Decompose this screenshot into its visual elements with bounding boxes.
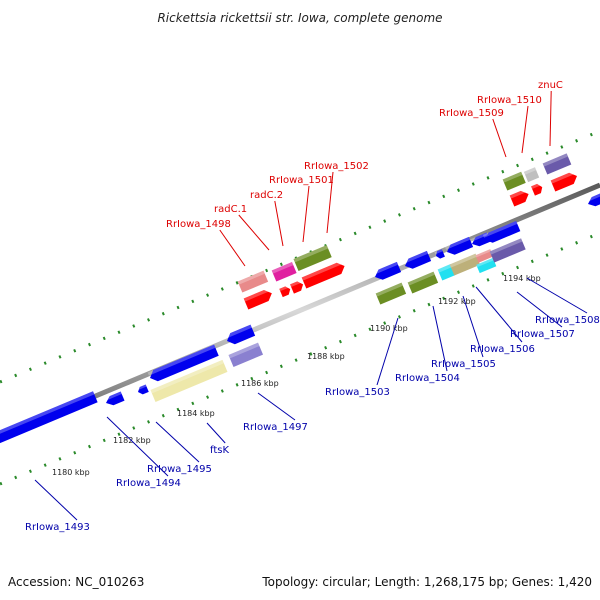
dot-track-reverse: [0, 231, 600, 486]
forward-label-leader: [219, 229, 246, 267]
gene-feature[interactable]: [271, 261, 297, 282]
reverse-gene-label[interactable]: RrIowa_1505: [431, 359, 496, 370]
forward-label-leader: [492, 118, 507, 158]
gene-feature[interactable]: [470, 232, 491, 248]
forward-label-leader: [238, 214, 270, 251]
reverse-gene-label[interactable]: RrIowa_1493: [25, 522, 90, 533]
reverse-label-leader: [462, 295, 484, 358]
gene-feature[interactable]: [437, 264, 456, 281]
gene-feature[interactable]: [407, 271, 439, 294]
reverse-label-leader: [376, 317, 399, 386]
scale-tick-label: 1184 kbp: [177, 409, 215, 418]
gene-feature[interactable]: [502, 171, 526, 191]
gene-feature[interactable]: [434, 249, 445, 259]
gene-feature[interactable]: [476, 257, 497, 274]
forward-label-leader: [521, 105, 529, 154]
gene-feature[interactable]: [301, 260, 347, 289]
gene-feature[interactable]: [449, 253, 481, 276]
reverse-label-leader: [516, 291, 563, 328]
reverse-label-leader: [526, 277, 588, 314]
gene-feature[interactable]: [531, 182, 544, 196]
reverse-gene-label[interactable]: RrIowa_1503: [325, 387, 390, 398]
gene-feature[interactable]: [375, 282, 407, 305]
reverse-gene-label[interactable]: RrIowa_1506: [470, 344, 535, 355]
gene-feature[interactable]: [290, 279, 305, 294]
topology-text: Topology: circular; Length: 1,268,175 bp…: [261, 575, 592, 589]
accession-text: Accession: NC_010263: [8, 575, 144, 589]
forward-gene-label[interactable]: RrIowa_1501: [269, 175, 334, 186]
reverse-label-leader: [257, 392, 296, 421]
gene-feature[interactable]: [147, 344, 219, 384]
gene-feature[interactable]: [444, 236, 474, 257]
forward-label-leader: [274, 200, 284, 247]
gene-feature[interactable]: [293, 245, 332, 271]
reverse-label-leader: [206, 422, 226, 444]
scale-tick-label: 1190 kbp: [370, 324, 408, 333]
forward-label-leader: [326, 171, 334, 234]
gene-feature[interactable]: [150, 359, 228, 402]
map-title: Rickettsia rickettsii str. Iowa, complet…: [157, 11, 442, 25]
reverse-gene-label[interactable]: RrIowa_1494: [116, 478, 181, 489]
scale-tick-label: 1186 kbp: [241, 379, 279, 388]
gene-feature[interactable]: [224, 324, 256, 347]
reverse-gene-label[interactable]: ftsK: [210, 445, 229, 456]
gene-feature[interactable]: [279, 284, 292, 298]
gene-feature[interactable]: [475, 249, 494, 263]
gene-feature[interactable]: [104, 391, 125, 407]
forward-gene-label[interactable]: RrIowa_1510: [477, 95, 542, 106]
gene-feature[interactable]: [542, 153, 572, 175]
gene-feature[interactable]: [228, 342, 264, 367]
gene-feature[interactable]: [550, 170, 580, 192]
forward-label-leader: [549, 90, 552, 147]
gene-feature[interactable]: [243, 287, 274, 310]
reverse-gene-label[interactable]: RrIowa_1507: [510, 329, 575, 340]
reverse-label-leader: [155, 421, 200, 463]
gene-feature[interactable]: [0, 391, 98, 450]
gene-feature[interactable]: [523, 167, 540, 183]
forward-label-leader: [302, 185, 310, 243]
scale-tick-label: 1188 kbp: [307, 352, 345, 361]
reverse-label-leader: [34, 479, 78, 521]
scale-tick-label: 1180 kbp: [52, 468, 90, 477]
reverse-label-leader: [432, 305, 448, 372]
gene-feature[interactable]: [482, 221, 521, 245]
gene-feature[interactable]: [402, 250, 432, 271]
forward-gene-label[interactable]: radC.2: [250, 190, 283, 201]
gene-feature[interactable]: [509, 188, 531, 207]
reverse-gene-label[interactable]: RrIowa_1497: [243, 422, 308, 433]
reverse-label-leader: [106, 416, 169, 477]
reverse-label-leader: [475, 286, 523, 343]
genome-backbone: [0, 182, 600, 439]
gene-features: [0, 153, 600, 450]
gene-feature[interactable]: [136, 384, 149, 395]
gene-feature[interactable]: [586, 192, 600, 208]
reverse-gene-label[interactable]: RrIowa_1495: [147, 464, 212, 475]
gene-feature[interactable]: [372, 261, 402, 282]
forward-gene-label[interactable]: RrIowa_1509: [439, 108, 504, 119]
forward-gene-label[interactable]: radC.1: [214, 204, 247, 215]
forward-gene-label[interactable]: RrIowa_1502: [304, 161, 369, 172]
scale-tick-label: 1194 kbp: [503, 274, 541, 283]
reverse-strand-labels: RrIowa_1493 RrIowa_1494 RrIowa_1495 ftsK RrI…: [25, 277, 600, 533]
reverse-gene-label[interactable]: RrIowa_1504: [395, 373, 460, 384]
forward-gene-label[interactable]: znuC: [538, 80, 563, 91]
reverse-gene-label[interactable]: RrIowa_1508: [535, 315, 600, 326]
scale-tick-label: 1192 kbp: [438, 297, 476, 306]
gene-feature[interactable]: [237, 270, 269, 293]
gene-feature[interactable]: [489, 238, 526, 263]
forward-gene-label[interactable]: RrIowa_1498: [166, 219, 231, 230]
